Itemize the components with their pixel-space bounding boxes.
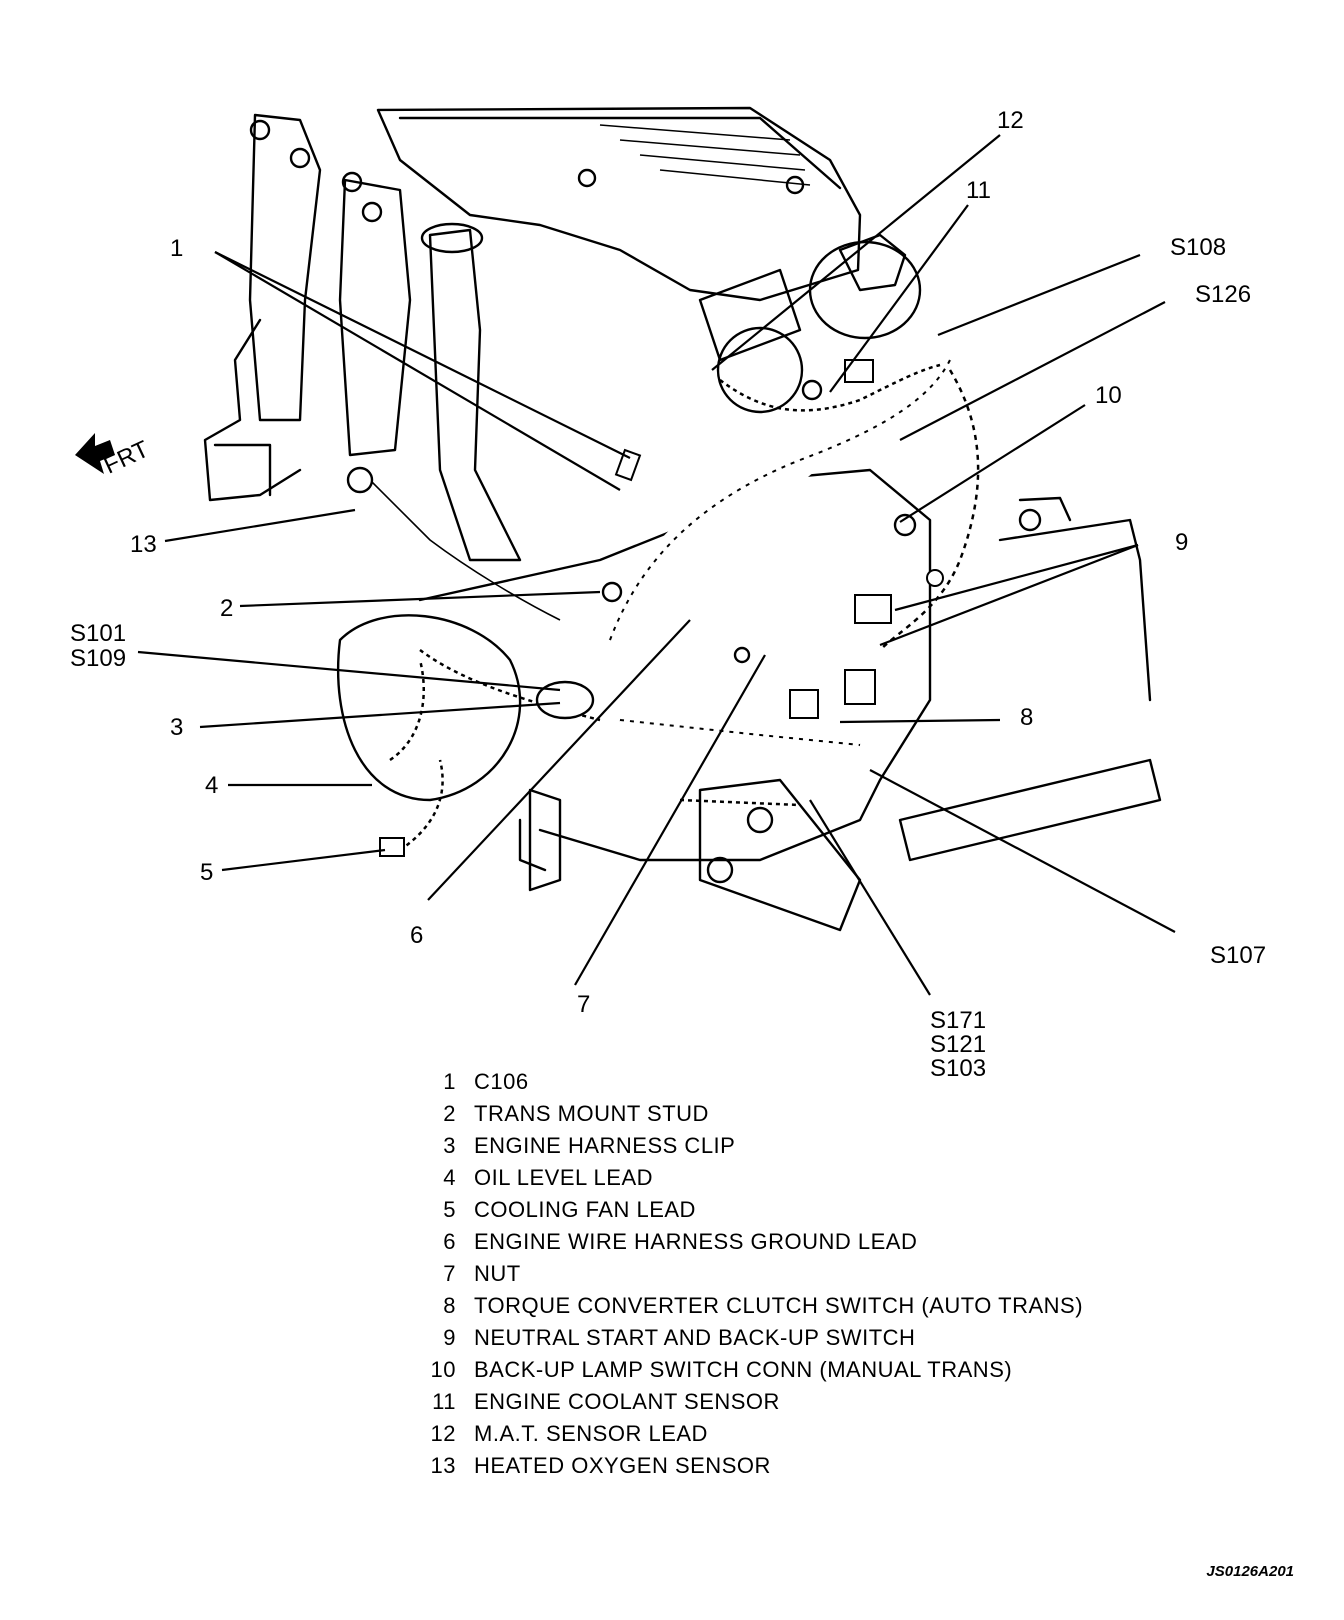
callout-12: 12 — [997, 107, 1024, 134]
legend-item: 10 BACK-UP LAMP SWITCH CONN (MANUAL TRANS… — [420, 1354, 1120, 1386]
callout-labels: FRT 1 12 11 S108 S126 10 9 13 2 S101 S10… — [70, 107, 1266, 1082]
engine-drawing — [75, 106, 1162, 932]
callout-4: 4 — [205, 772, 218, 799]
callout-s121: S121 — [930, 1031, 986, 1058]
callout-8: 8 — [1020, 704, 1033, 731]
legend-item: 6 ENGINE WIRE HARNESS GROUND LEAD — [420, 1226, 1120, 1258]
legend-item: 12 M.A.T. SENSOR LEAD — [420, 1418, 1120, 1450]
legend-item: 7 NUT — [420, 1258, 1120, 1290]
legend-item: 9 NEUTRAL START AND BACK-UP SWITCH — [420, 1322, 1120, 1354]
legend-text: ENGINE HARNESS CLIP — [474, 1133, 736, 1158]
callout-1: 1 — [170, 235, 183, 262]
legend-item: 3 ENGINE HARNESS CLIP — [420, 1130, 1120, 1162]
legend-item: 5 COOLING FAN LEAD — [420, 1194, 1120, 1226]
wiring-harness — [346, 355, 980, 857]
callout-s107: S107 — [1210, 942, 1266, 969]
legend-text: NUT — [474, 1261, 521, 1286]
callout-s109: S109 — [70, 645, 126, 672]
legend-item: 13 HEATED OXYGEN SENSOR — [420, 1450, 1120, 1482]
legend-number: 9 — [443, 1325, 456, 1350]
legend-number: 5 — [443, 1197, 456, 1222]
legend-item: 1 C106 — [420, 1066, 1120, 1098]
legend-number: 2 — [443, 1101, 456, 1126]
legend-text: ENGINE COOLANT SENSOR — [474, 1389, 780, 1414]
legend-item: 4 OIL LEVEL LEAD — [420, 1162, 1120, 1194]
callout-s101: S101 — [70, 620, 126, 647]
callout-s171: S171 — [930, 1007, 986, 1034]
legend-number: 13 — [430, 1453, 456, 1478]
legend: 1 C106 2 TRANS MOUNT STUD 3 ENGINE HARNESS … — [420, 1066, 1120, 1482]
legend-number: 12 — [430, 1421, 456, 1446]
legend-text: TRANS MOUNT STUD — [474, 1101, 709, 1126]
callout-6: 6 — [410, 922, 423, 949]
legend-item: 2 TRANS MOUNT STUD — [420, 1098, 1120, 1130]
callout-11: 11 — [966, 177, 991, 204]
legend-number: 11 — [432, 1389, 456, 1414]
callout-3: 3 — [170, 714, 183, 741]
legend-number: 8 — [443, 1293, 456, 1318]
callout-7: 7 — [577, 991, 590, 1018]
legend-number: 3 — [443, 1133, 456, 1158]
callout-s103: S103 — [930, 1055, 986, 1082]
callout-5: 5 — [200, 859, 213, 886]
callout-s108: S108 — [1170, 234, 1226, 261]
legend-item: 8 TORQUE CONVERTER CLUTCH SWITCH (AUTO TR… — [420, 1290, 1120, 1322]
legend-text: NEUTRAL START AND BACK-UP SWITCH — [474, 1325, 916, 1350]
callout-10: 10 — [1095, 382, 1122, 409]
legend-text: M.A.T. SENSOR LEAD — [474, 1421, 708, 1446]
leader-lines — [137, 134, 1176, 996]
legend-text: OIL LEVEL LEAD — [474, 1165, 654, 1190]
legend-number: 10 — [430, 1357, 456, 1382]
callout-s126: S126 — [1195, 281, 1251, 308]
legend-number: 4 — [443, 1165, 456, 1190]
legend-number: 6 — [443, 1229, 456, 1254]
callout-2: 2 — [220, 595, 233, 622]
legend-text: BACK-UP LAMP SWITCH CONN (MANUAL TRANS) — [474, 1357, 1013, 1382]
legend-number: 7 — [443, 1261, 456, 1286]
legend-text: HEATED OXYGEN SENSOR — [474, 1453, 771, 1478]
legend-text: C106 — [474, 1069, 529, 1094]
figure-id: JS0126A201 — [1206, 1563, 1294, 1580]
callout-9: 9 — [1175, 529, 1188, 556]
legend-item: 11 ENGINE COOLANT SENSOR — [420, 1386, 1120, 1418]
legend-text: ENGINE WIRE HARNESS GROUND LEAD — [474, 1229, 918, 1254]
callout-13: 13 — [130, 531, 157, 558]
legend-text: COOLING FAN LEAD — [474, 1197, 696, 1222]
legend-number: 1 — [443, 1069, 456, 1094]
legend-text: TORQUE CONVERTER CLUTCH SWITCH (AUTO TRA… — [474, 1293, 1084, 1318]
